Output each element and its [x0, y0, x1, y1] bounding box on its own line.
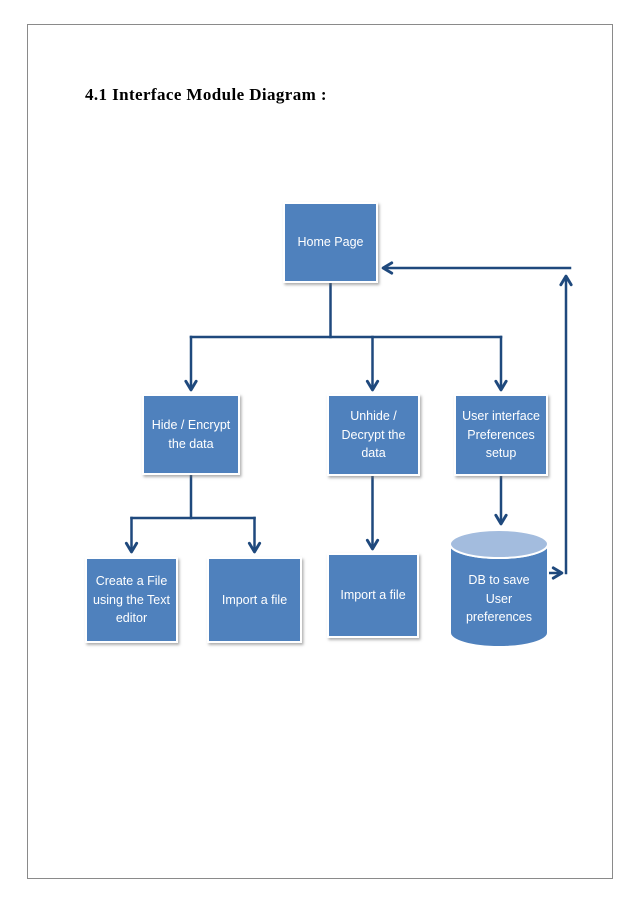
node-home-page-label: Home Page — [297, 235, 364, 250]
node-import-file-left: Import a file — [207, 557, 302, 643]
node-import-file-middle: Import a file — [327, 553, 419, 638]
node-db-preferences-label: DB to save User preferences — [465, 572, 532, 625]
node-db-preferences: DB to save User preferences — [450, 556, 548, 642]
page-title: 4.1 Interface Module Diagram : — [85, 85, 327, 104]
page-frame — [27, 24, 613, 879]
node-import-file-left-label: Import a file — [221, 592, 288, 607]
node-import-file-middle-label: Import a file — [340, 588, 406, 603]
node-hide-encrypt: Hide / Encrypt the data — [142, 394, 240, 475]
node-home-page: Home Page — [283, 202, 378, 283]
node-unhide-decrypt: Unhide / Decrypt the data — [327, 394, 420, 476]
node-hide-encrypt-label: Hide / Encrypt the data — [151, 417, 231, 451]
db-cylinder-top — [449, 529, 549, 559]
node-create-file: Create a File using the Text editor — [85, 557, 178, 643]
node-user-preferences-label: User interface Preferences setup — [462, 408, 540, 461]
node-unhide-decrypt-label: Unhide / Decrypt the data — [341, 408, 406, 461]
node-user-preferences: User interface Preferences setup — [454, 394, 548, 476]
node-create-file-label: Create a File using the Text editor — [93, 573, 170, 626]
db-cylinder-shape — [449, 529, 549, 648]
